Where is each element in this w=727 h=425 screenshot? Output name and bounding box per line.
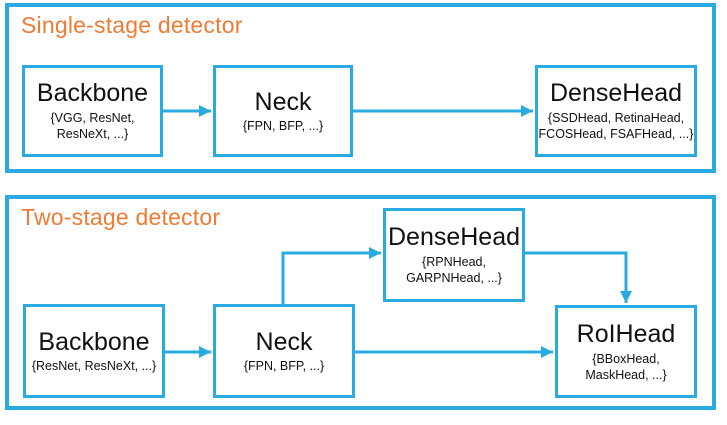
node-single-backbone: Backbone {VGG, ResNet, ResNeXt, ...} — [22, 65, 163, 157]
node-single-neck: Neck {FPN, BFP, ...} — [213, 65, 353, 157]
node-two-neck: Neck {FPN, BFP, ...} — [213, 304, 355, 398]
node-single-densehead: DenseHead {SSDHead, RetinaHead, FCOSHead… — [535, 65, 697, 157]
node-sublabel: {ResNet, ResNeXt, ...} — [31, 359, 157, 374]
node-sublabel: {FPN, BFP, ...} — [242, 119, 324, 134]
node-label: DenseHead — [387, 223, 521, 252]
arrow-ts-neck-densehead — [281, 247, 381, 305]
node-label: Backbone — [38, 327, 150, 356]
node-label: DenseHead — [549, 79, 683, 108]
arrow-ts-densehead-roihead — [524, 251, 632, 303]
node-sublabel: {BBoxHead, MaskHead, ...} — [585, 351, 667, 382]
node-label: Backbone — [36, 79, 149, 108]
two-stage-title: Two-stage detector — [21, 204, 221, 230]
node-two-backbone: Backbone {ResNet, ResNeXt, ...} — [23, 304, 165, 398]
two-stage-panel: Two-stage detector — [5, 195, 716, 410]
node-sublabel: {SSDHead, RetinaHead, FCOSHead, FSAFHead… — [538, 111, 694, 142]
node-sublabel: {FPN, BFP, ...} — [243, 359, 325, 374]
node-label: Neck — [254, 87, 312, 116]
node-sublabel: {RPNHead, GARPNHead, ...} — [406, 255, 502, 286]
node-two-densehead: DenseHead {RPNHead, GARPNHead, ...} — [383, 208, 525, 302]
node-two-roihead: RoIHead {BBoxHead, MaskHead, ...} — [555, 305, 697, 398]
node-label: RoIHead — [576, 319, 676, 348]
node-sublabel: {VGG, ResNet, ResNeXt, ...} — [50, 111, 135, 142]
single-stage-title: Single-stage detector — [21, 12, 243, 38]
single-stage-panel: Single-stage detector — [5, 3, 716, 173]
node-label: Neck — [255, 327, 313, 356]
